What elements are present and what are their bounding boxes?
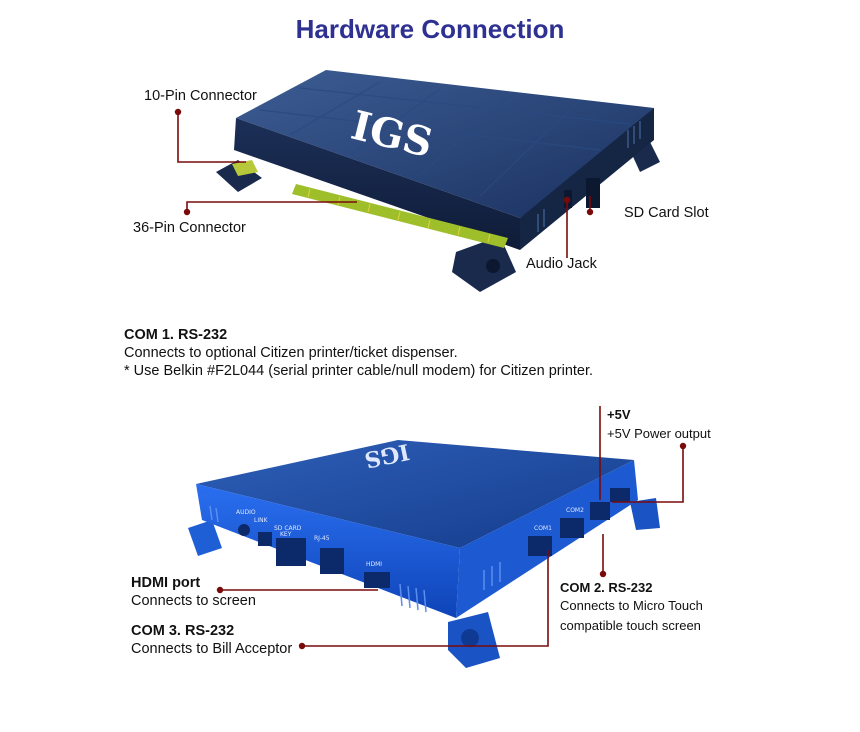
hdmi-port-shape (364, 572, 390, 588)
top-device-foot-front (452, 236, 516, 292)
hdmi-desc: Connects to screen (131, 593, 256, 609)
sd-card-slot (586, 178, 600, 208)
power-port (610, 488, 630, 502)
bottom-leader-lines (220, 406, 684, 647)
com1-line1: Connects to optional Citizen printer/tic… (124, 345, 458, 361)
com2-line1: Connects to Micro Touch (560, 598, 703, 613)
mark-rj45: RJ-45 (314, 535, 330, 542)
label-sd-card-slot: SD Card Slot (624, 205, 709, 221)
com1-heading: COM 1. RS-232 (124, 327, 228, 343)
power-heading: +5V (607, 407, 631, 422)
top-device-side-left (234, 118, 520, 250)
mark-hdmi: HDMI (366, 561, 382, 568)
label-audio-jack: Audio Jack (526, 256, 597, 272)
com1-port (528, 536, 552, 556)
bottom-device-foot-right (630, 498, 660, 530)
bottom-device-foot-left (188, 520, 222, 556)
mark-sdcard: SD CARD (274, 525, 302, 532)
com2-heading: COM 2. RS-232 (560, 580, 653, 595)
mark-com1: COM1 (534, 525, 552, 532)
com2-line2: compatible touch screen (560, 618, 701, 633)
bottom-device-face (196, 440, 634, 548)
rj45-port (320, 548, 344, 574)
page-title: Hardware Connection (295, 14, 565, 44)
mark-com2: COM2 (566, 507, 584, 514)
com3-desc: Connects to Bill Acceptor (131, 641, 293, 657)
mark-audio: AUDIO (236, 509, 256, 516)
top-device: IGS (216, 70, 660, 292)
label-10pin-connector: 10-Pin Connector (144, 88, 257, 104)
com1-line2: * Use Belkin #F2L044 (serial printer cab… (124, 363, 594, 379)
pin36-connector (292, 184, 508, 248)
bottom-device: AUDIO LINK SD CARD KEY RJ-45 HDMI COM1 C… (188, 438, 660, 668)
link-port (258, 532, 272, 546)
sdcard-key-port (276, 538, 306, 566)
pin10-connector (232, 160, 258, 176)
top-device-foot-left (216, 160, 262, 192)
com3-heading: COM 3. RS-232 (131, 623, 235, 639)
label-36pin-connector: 36-Pin Connector (133, 220, 246, 236)
audio-port (238, 524, 250, 536)
hdmi-heading: HDMI port (131, 575, 201, 591)
top-leader-lines (177, 112, 591, 258)
mark-key: KEY (280, 531, 292, 538)
power-desc: +5V Power output (607, 426, 711, 441)
top-device-face (236, 70, 654, 218)
com2-port (560, 518, 584, 538)
mark-link: LINK (254, 517, 269, 524)
com3-port (590, 502, 610, 520)
